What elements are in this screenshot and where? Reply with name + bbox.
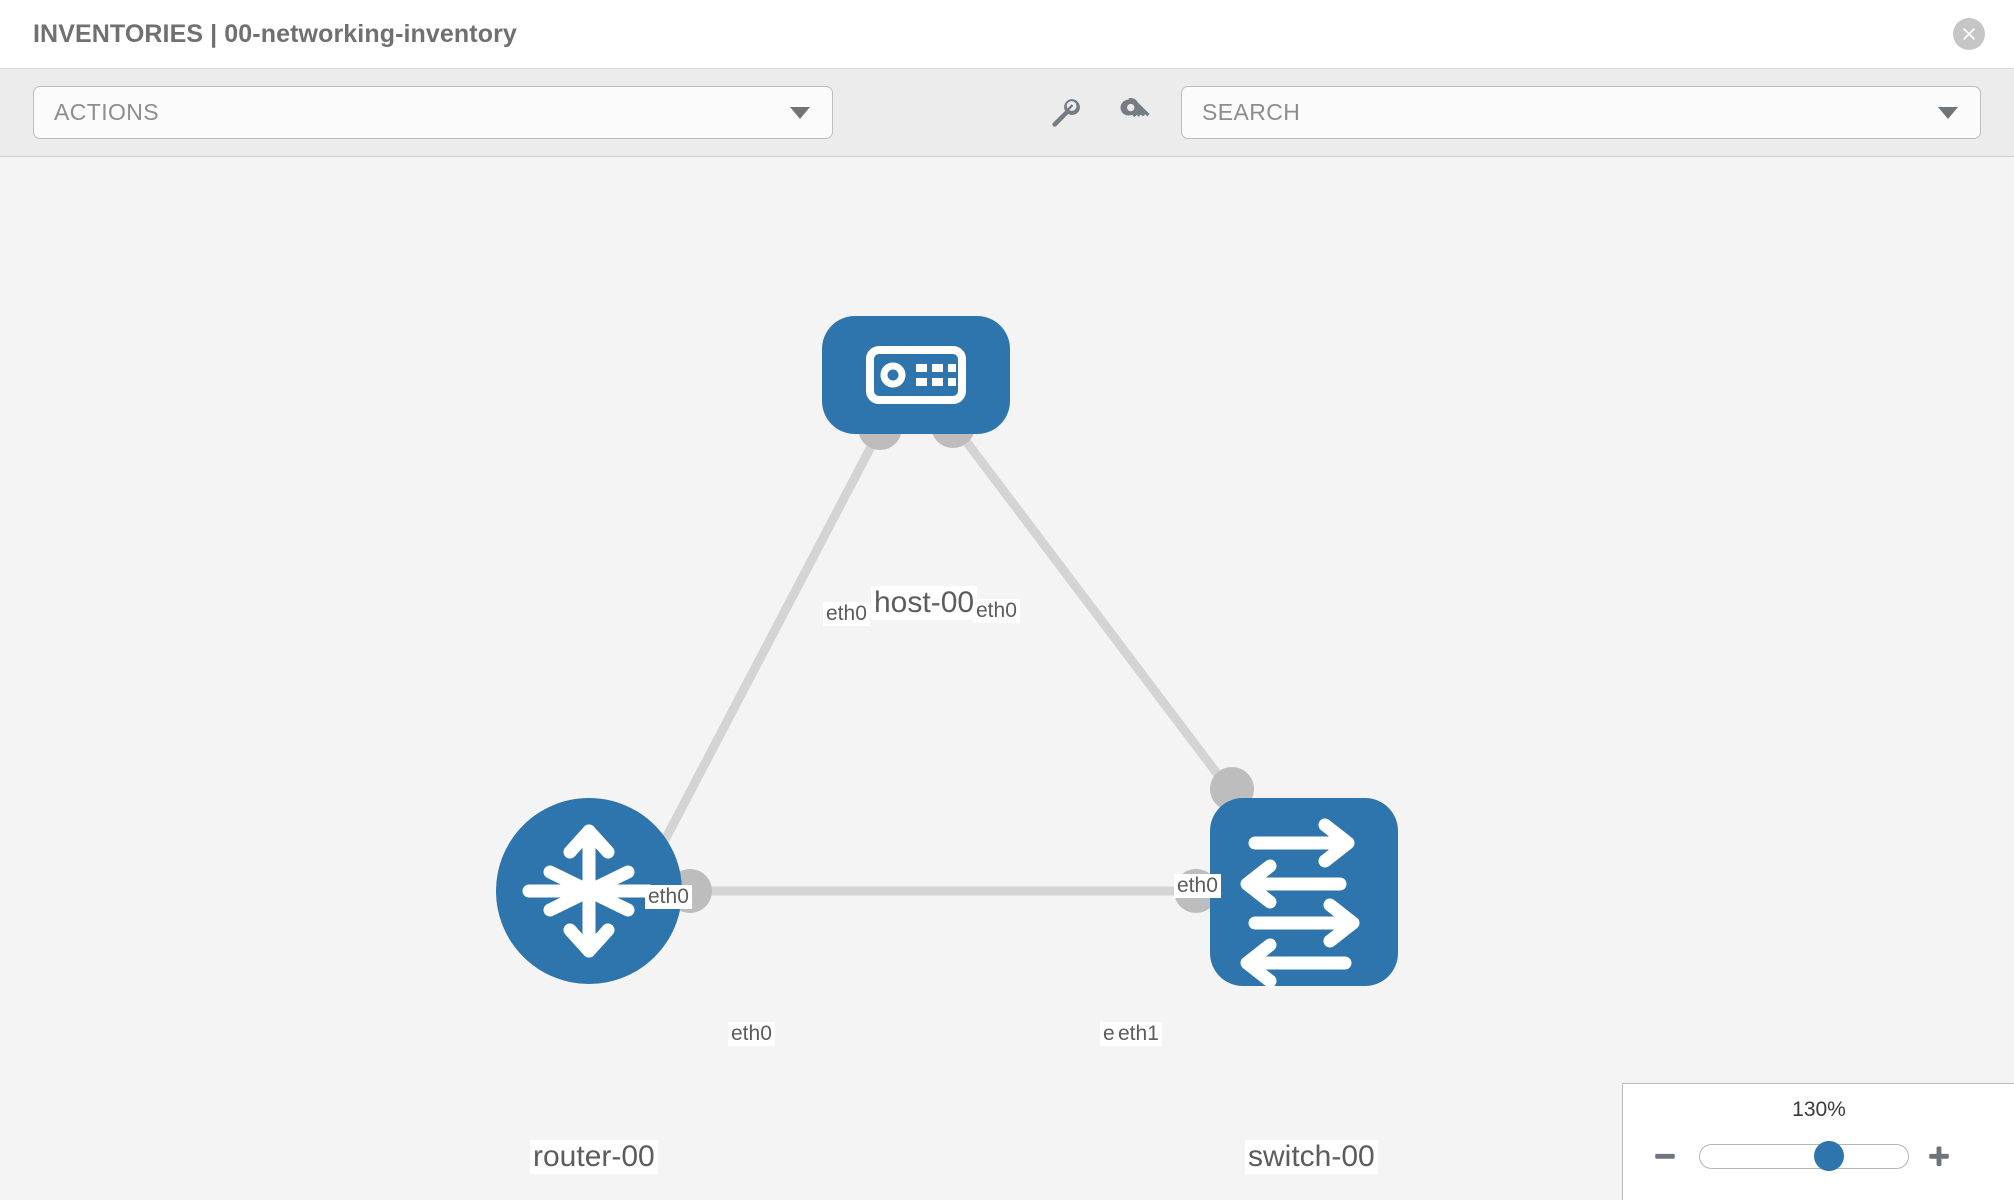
switch-arrows-icon	[1240, 818, 1360, 988]
chevron-down-icon	[1938, 106, 1958, 119]
node-label-switch: switch-00	[1245, 1140, 1378, 1174]
zoom-slider-track[interactable]	[1699, 1141, 1909, 1171]
wrench-icon[interactable]	[1046, 93, 1086, 133]
node-switch-00[interactable]	[1210, 798, 1398, 988]
toolbar: ACTIONS SEARCH	[0, 68, 2014, 157]
node-router-00[interactable]	[496, 798, 682, 984]
zoom-slider-row	[1623, 1134, 2014, 1178]
key-icon[interactable]	[1114, 93, 1154, 133]
topology-canvas[interactable]: eth0 host-00 eth0 eth0 eth0 eth0 eth0 et…	[0, 158, 2014, 1200]
search-input[interactable]: SEARCH	[1202, 99, 1301, 125]
link-host-router	[641, 417, 889, 881]
zoom-slider-thumb[interactable]	[1813, 1141, 1844, 1171]
port-label: eth0	[823, 602, 870, 627]
port-label: eth1	[1115, 1022, 1162, 1047]
zoom-level-value: 130%	[1792, 1098, 1846, 1121]
page-header: INVENTORIES | 00-networking-inventory	[0, 0, 2014, 68]
actions-dropdown[interactable]: ACTIONS	[33, 86, 833, 139]
chevron-down-icon	[790, 106, 810, 119]
close-icon[interactable]	[1953, 18, 1985, 50]
port-label: eth0	[645, 885, 692, 910]
port-label: eth0	[728, 1022, 775, 1047]
port-label: eth0	[1174, 874, 1221, 899]
node-label-host: host-00	[871, 586, 978, 620]
server-icon	[866, 346, 966, 404]
port-label: eth0	[973, 599, 1020, 624]
zoom-control-panel: 130%	[1622, 1083, 2014, 1200]
search-dropdown[interactable]: SEARCH	[1181, 86, 1981, 139]
node-label-router: router-00	[530, 1140, 658, 1174]
page-title: INVENTORIES | 00-networking-inventory	[33, 19, 517, 48]
node-host-00[interactable]	[822, 316, 1010, 434]
router-arrows-icon	[522, 824, 656, 958]
minus-icon[interactable]	[1647, 1138, 1683, 1174]
actions-dropdown-label: ACTIONS	[54, 99, 160, 125]
plus-icon[interactable]	[1921, 1138, 1957, 1174]
link-host-switch	[946, 417, 1232, 791]
topology-graph	[496, 316, 1398, 988]
